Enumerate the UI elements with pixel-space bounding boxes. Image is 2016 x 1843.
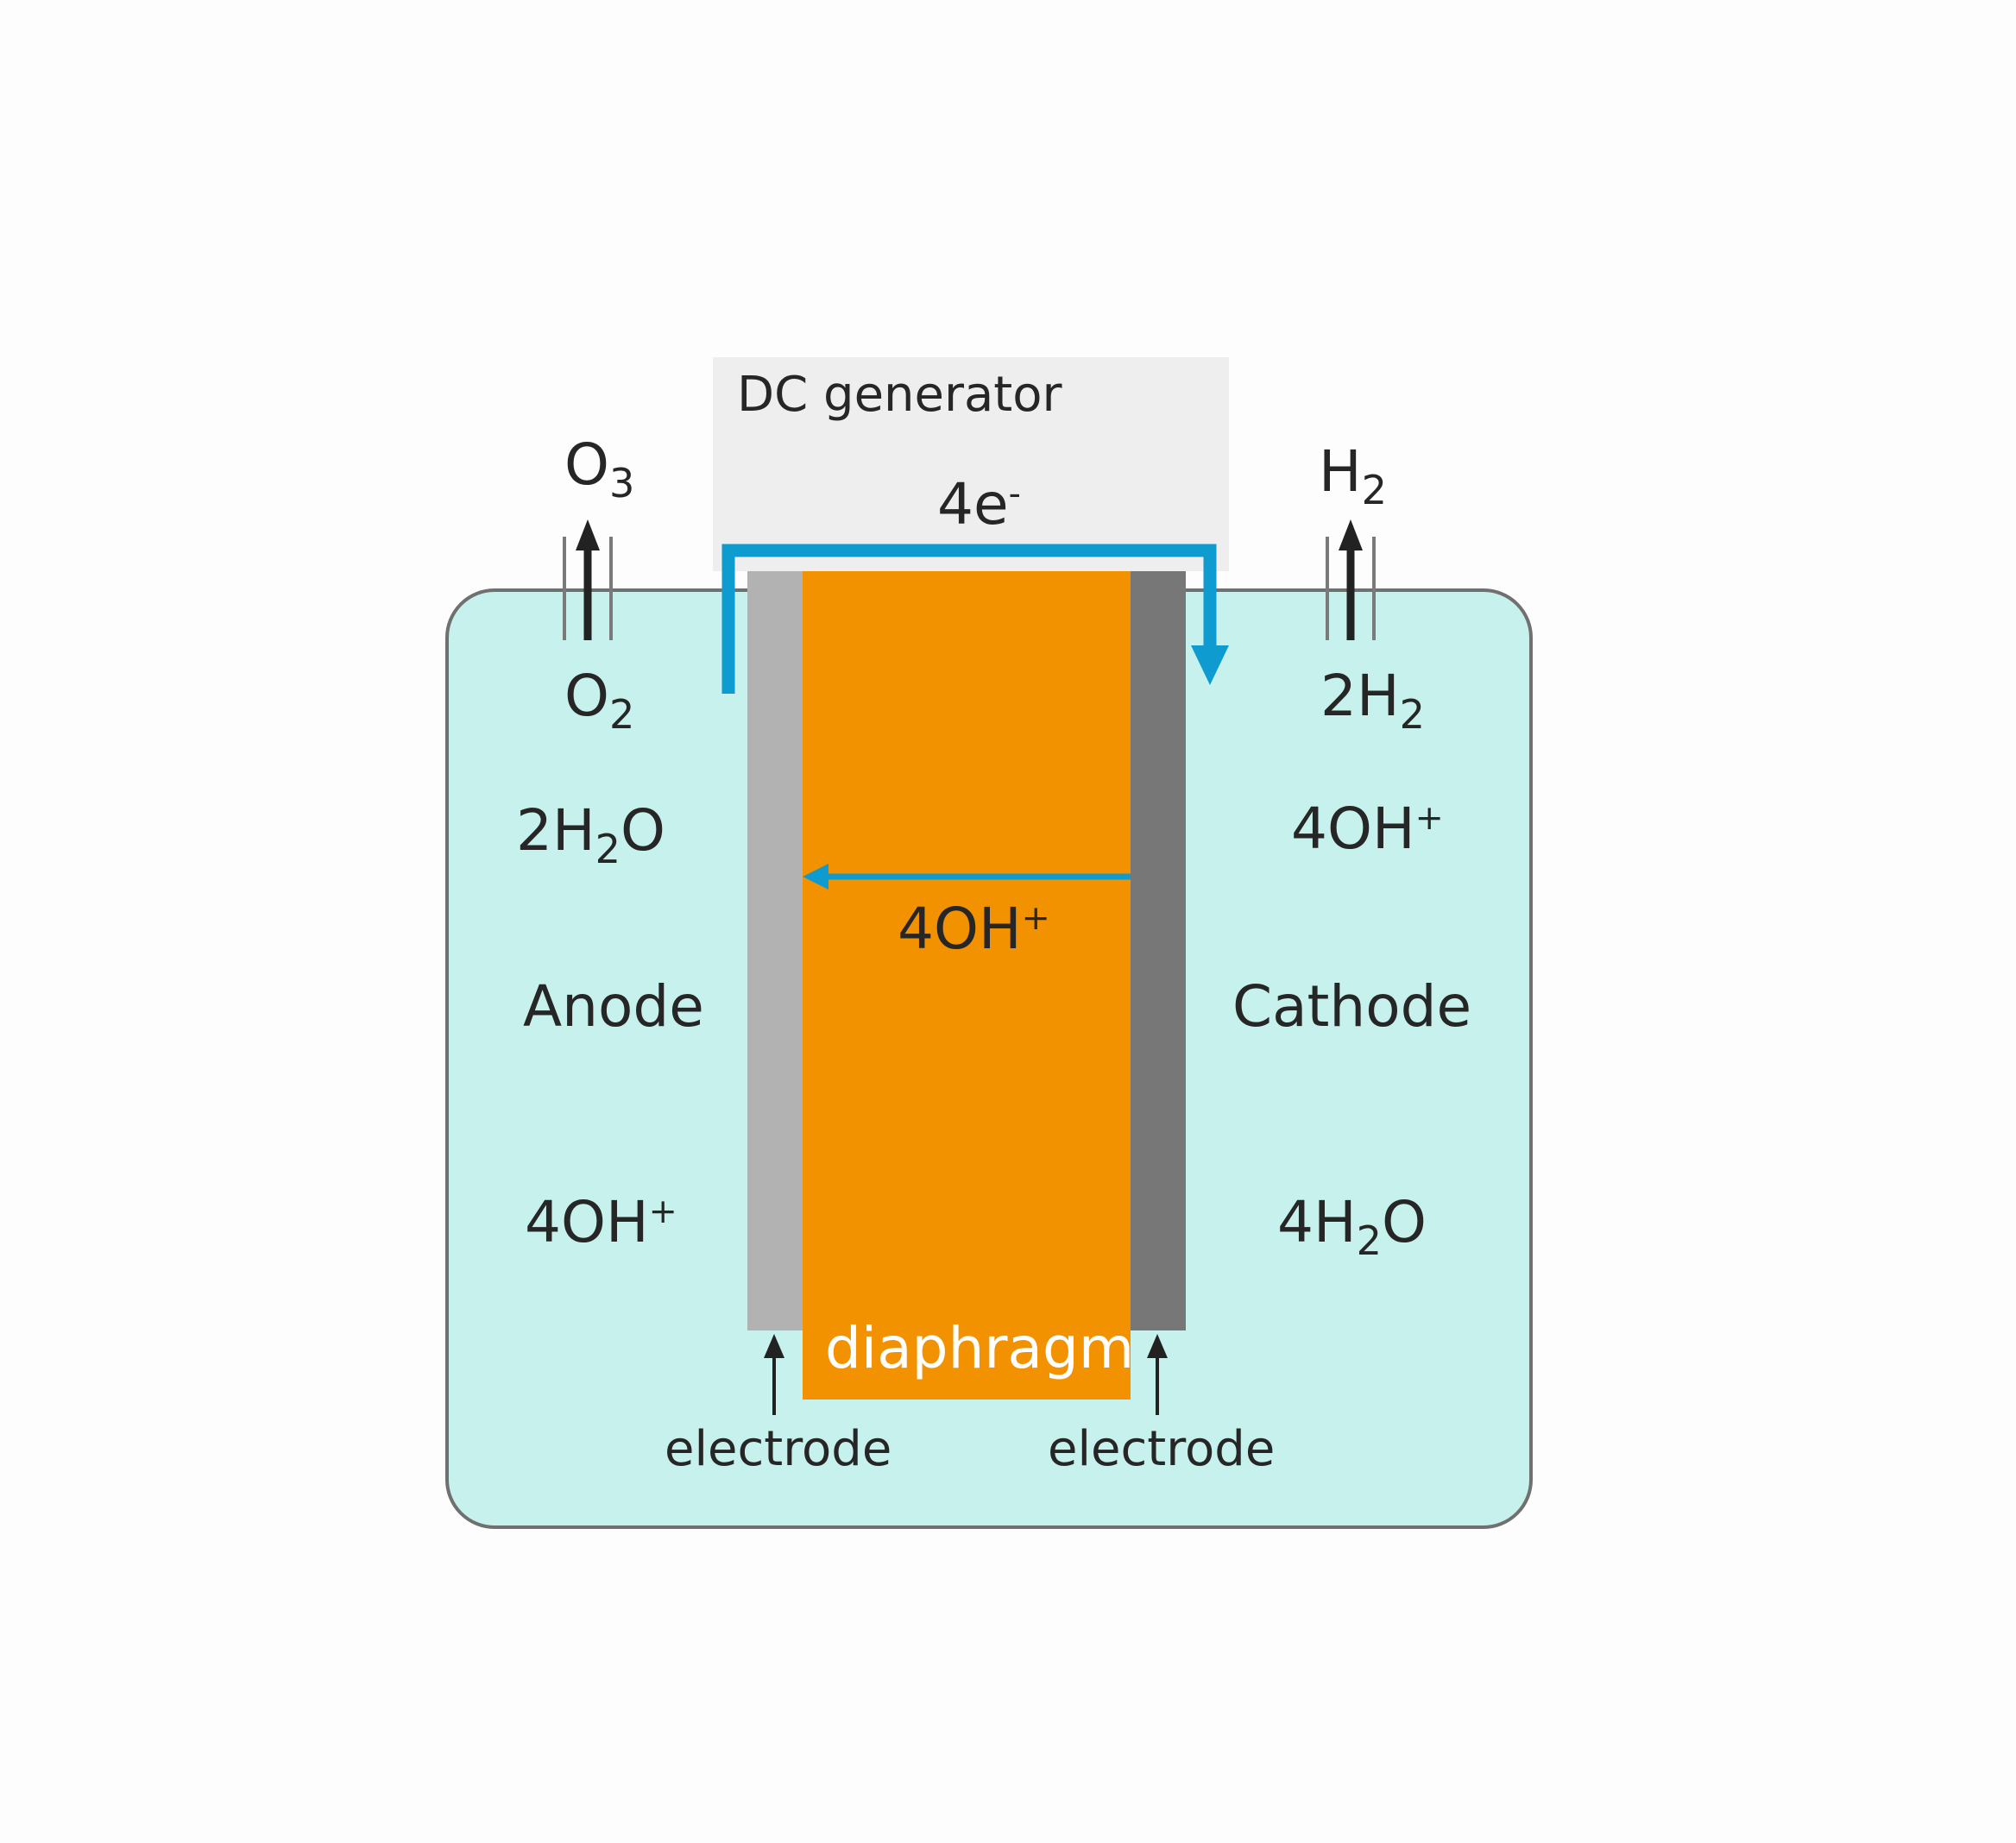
cathode-label: Cathode [1232, 973, 1472, 1040]
anode-ion-sup: + [648, 1192, 677, 1232]
anode-water-pre: 2H [516, 797, 595, 864]
anode-ion-label: 4OH+ [525, 1194, 677, 1251]
anode-gas-base: O [564, 663, 609, 729]
diaphragm-ion-base: 4OH [898, 896, 1022, 962]
anode-water-sub: 2 [595, 825, 621, 872]
anode-gas-sub: 2 [608, 690, 635, 738]
dc-generator-box [713, 357, 1229, 571]
cathode-ion-label: 4OH+ [1291, 801, 1444, 858]
anode-electrode [747, 571, 803, 1330]
cathode-water-post: O [1382, 1189, 1427, 1255]
cathode-gas-pre: 2H [1320, 663, 1400, 729]
ozone-base: O [564, 431, 609, 498]
hydrogen-outlet-label: H2 [1319, 443, 1387, 510]
left-electrode-label: electrode [665, 1421, 892, 1477]
cathode-electrode [1131, 571, 1186, 1330]
electron-label: 4e- [937, 476, 1021, 533]
dc-generator-label: DC generator [737, 367, 1062, 423]
electron-flow-arrow [721, 544, 1229, 694]
electron-label-sup: - [1008, 474, 1021, 514]
ion-flow-arrow [803, 864, 1131, 890]
cathode-ion-sup: + [1414, 798, 1444, 839]
anode-gas-label: O2 [564, 668, 634, 734]
right-electrode-pointer [1147, 1334, 1168, 1415]
anode-label: Anode [523, 973, 704, 1040]
right-electrode-label: electrode [1048, 1421, 1276, 1477]
diaphragm-label: diaphragm [825, 1315, 1135, 1381]
cathode-water-label: 4H2O [1277, 1194, 1427, 1261]
cathode-gas-label: 2H2 [1320, 668, 1425, 734]
cathode-water-sub: 2 [1356, 1217, 1383, 1264]
diaphragm [803, 571, 1131, 1400]
left-electrode-pointer [764, 1334, 784, 1415]
cathode-gas-sub: 2 [1399, 690, 1426, 738]
ozone-sub: 3 [608, 459, 635, 506]
hydrogen-base: H [1319, 438, 1362, 505]
left-gas-arrow [576, 519, 600, 640]
ozone-outlet-label: O3 [564, 437, 634, 503]
diaphragm-ion-sup: + [1021, 898, 1050, 939]
diaphragm-ion-label: 4OH+ [898, 901, 1050, 958]
left-outlet-tube [563, 537, 613, 640]
anode-water-label: 2H2O [516, 802, 665, 869]
electron-label-base: 4e [937, 471, 1009, 538]
hydrogen-sub: 2 [1361, 466, 1388, 513]
right-gas-arrow [1339, 519, 1363, 640]
cathode-water-pre: 4H [1277, 1189, 1357, 1255]
anode-ion-base: 4OH [525, 1189, 649, 1255]
cathode-ion-base: 4OH [1291, 796, 1415, 862]
anode-water-post: O [621, 797, 665, 864]
right-outlet-tube [1326, 537, 1376, 640]
